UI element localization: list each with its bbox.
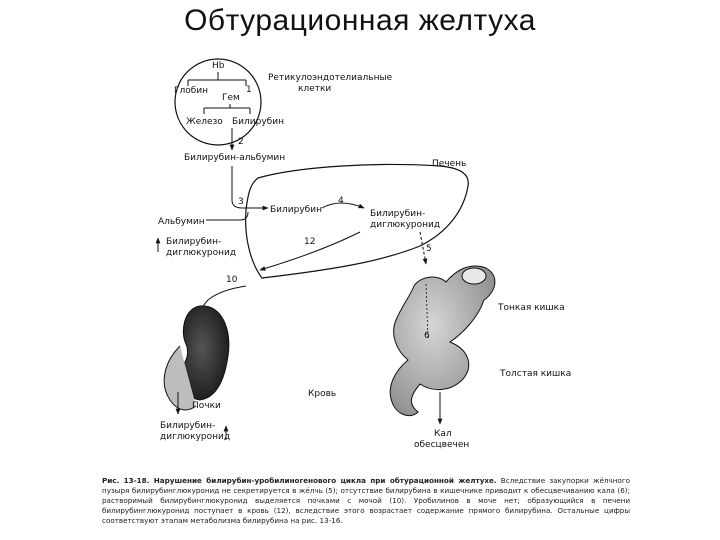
small-intestine-label: Тонкая кишка bbox=[497, 303, 565, 313]
albumin-label: Альбумин bbox=[158, 217, 205, 227]
hb-branch bbox=[188, 72, 246, 86]
bilirubin-cell-label: Билирубин bbox=[232, 117, 284, 127]
step-3-label: 3 bbox=[238, 197, 244, 207]
step-10-label: 10 bbox=[226, 275, 238, 285]
caption-lead: Рис. 13-18. Нарушение билирубин-уробилин… bbox=[102, 476, 497, 485]
bilirubin-cycle-diagram: Hb Глобин 1 Гем Железо Билирубин Ретикул… bbox=[0, 0, 720, 470]
blood-label: Кровь bbox=[308, 389, 336, 399]
globin-label: Глобин bbox=[174, 86, 208, 96]
gem-branch bbox=[204, 104, 250, 114]
feces-label-2: обесцвечен bbox=[414, 440, 469, 450]
bdg-liver-label-2: диглюкуронид bbox=[370, 220, 440, 230]
bdg-blood-label-1: Билирубин- bbox=[166, 237, 221, 247]
bilirubin-liver-label: Билирубин bbox=[270, 205, 322, 215]
intestine-shape bbox=[390, 266, 495, 416]
liver-label: Печень bbox=[432, 159, 466, 169]
step-1-label: 1 bbox=[246, 85, 252, 95]
gem-label: Гем bbox=[222, 93, 240, 103]
step-4-label: 4 bbox=[338, 196, 344, 206]
albumin-line bbox=[206, 212, 248, 220]
intestine-opening bbox=[462, 268, 486, 284]
iron-label: Железо bbox=[186, 117, 223, 127]
bdg-liver-label-1: Билирубин- bbox=[370, 209, 425, 219]
step-6-label: 6 bbox=[424, 331, 430, 341]
kidneys-label: Почки bbox=[192, 401, 221, 411]
reticuloendothelial-cell bbox=[175, 59, 261, 145]
figure-caption: Рис. 13-18. Нарушение билирубин-уробилин… bbox=[102, 476, 630, 526]
bdg-urine-label-2: диглюкуронид bbox=[160, 432, 230, 442]
step-2-label: 2 bbox=[238, 137, 244, 147]
feces-label-1: Кал bbox=[434, 429, 452, 439]
step-5-label: 5 bbox=[426, 244, 432, 254]
rec-label-line2: клетки bbox=[298, 84, 331, 94]
bdg-blood-label-2: диглюкуронид bbox=[166, 248, 236, 258]
bdg-urine-label-1: Билирубин- bbox=[160, 421, 215, 431]
hb-label: Hb bbox=[212, 61, 225, 71]
bili-albumin-label: Билирубин-альбумин bbox=[184, 153, 285, 163]
large-intestine-label: Толстая кишка bbox=[499, 369, 571, 379]
rec-label-line1: Ретикулоэндотелиальные bbox=[268, 73, 393, 83]
step-12-label: 12 bbox=[304, 237, 315, 247]
